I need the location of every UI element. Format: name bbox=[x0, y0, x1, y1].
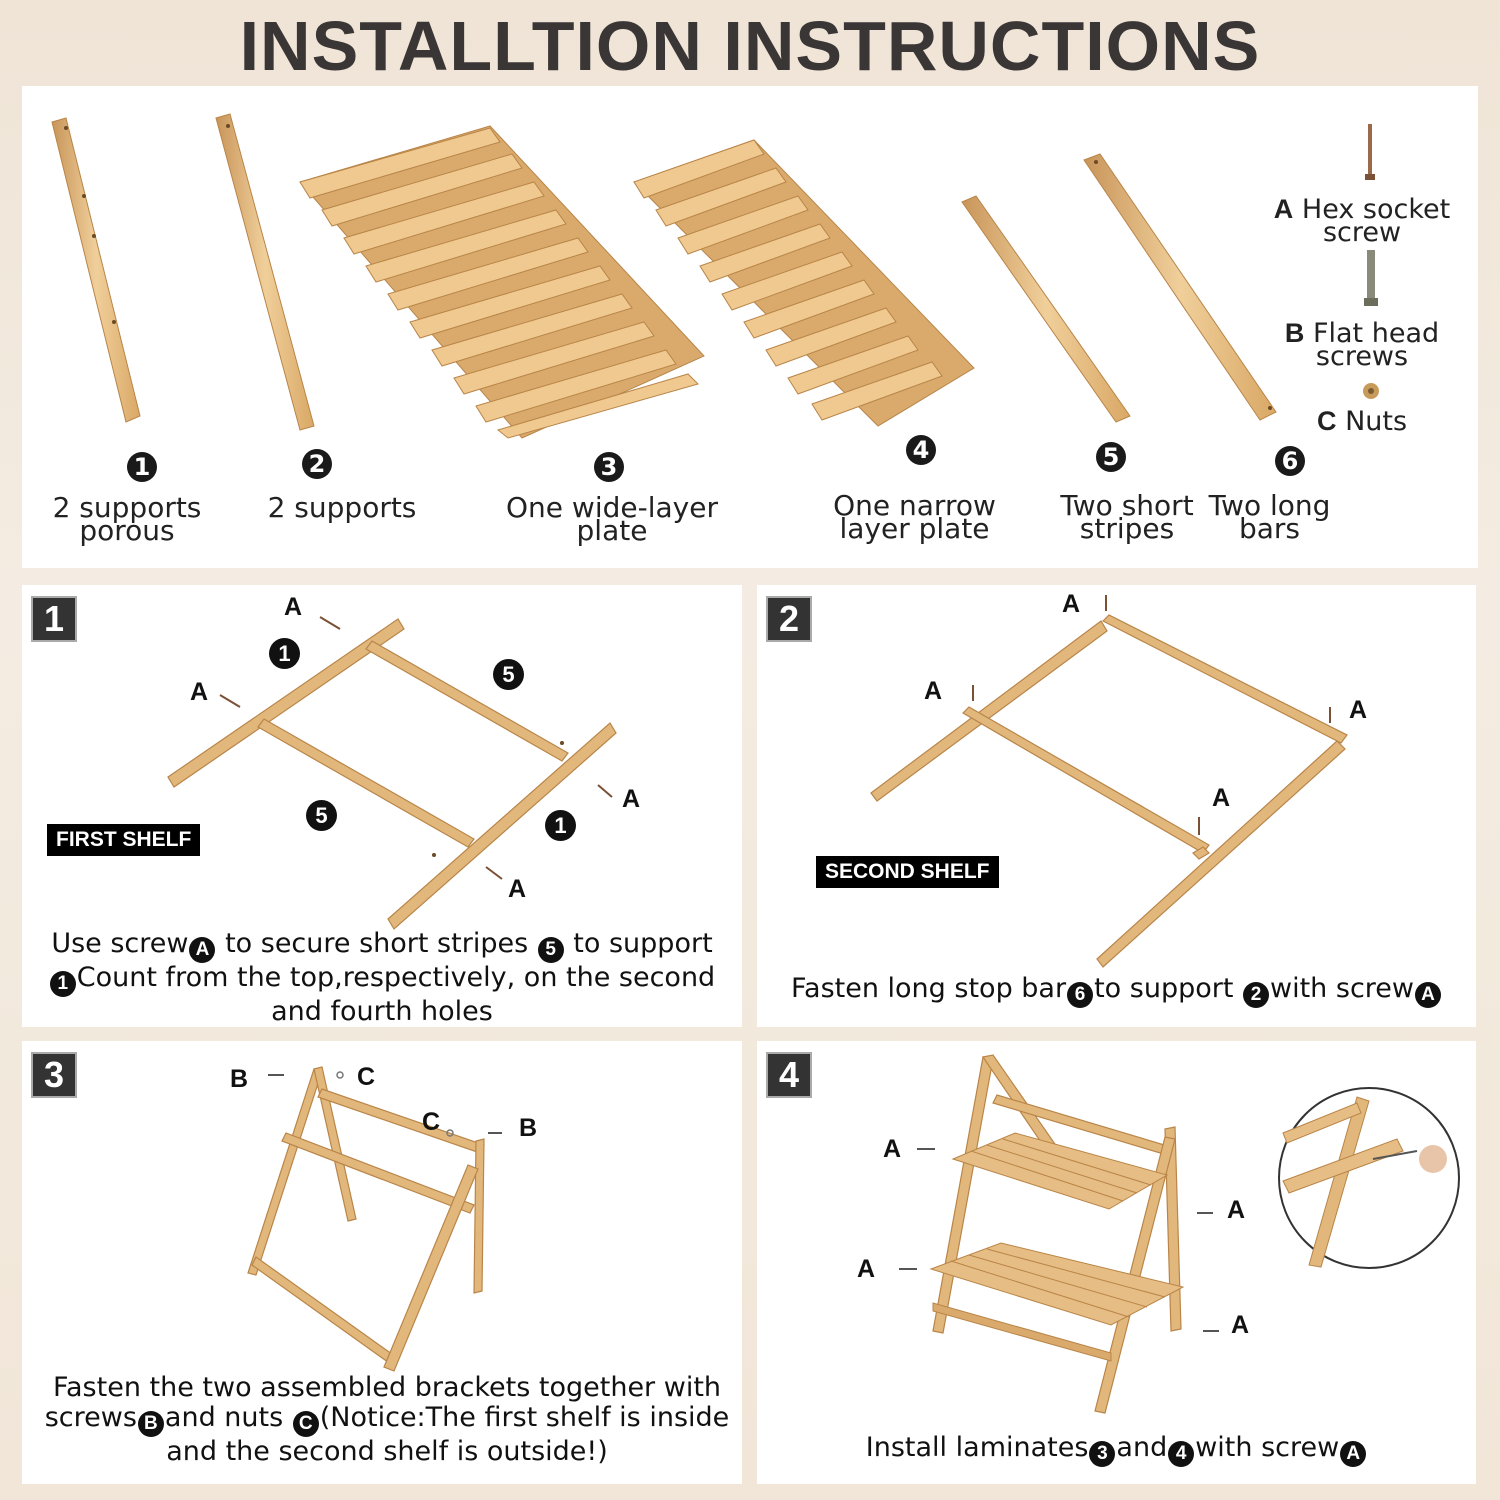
detail-magnifier bbox=[1278, 1087, 1460, 1269]
long-bar-illustration bbox=[1083, 153, 1277, 421]
step-number: 1 bbox=[31, 596, 77, 642]
support-illustration bbox=[215, 113, 315, 431]
hardware-label-c: C Nuts bbox=[1316, 406, 1408, 437]
callout-part-5: 5 bbox=[493, 659, 524, 690]
step-2-panel: 2 A A A A SECOND SHELF Fasten long stop … bbox=[757, 585, 1476, 1027]
wide-plate-illustration bbox=[299, 125, 705, 439]
part-number-badge-1: 1 bbox=[127, 452, 157, 482]
upper-shelf bbox=[951, 1132, 1169, 1210]
page-title: INSTALLTION INSTRUCTIONS bbox=[239, 7, 1261, 85]
part-number-badge-3: 3 bbox=[594, 452, 624, 482]
first-shelf-tag: FIRST SHELF bbox=[47, 824, 201, 856]
callout-screw-b: B bbox=[230, 1065, 249, 1093]
second-shelf-tag: SECOND SHELF bbox=[816, 856, 999, 888]
callout-nut-c: C bbox=[357, 1063, 376, 1091]
callout-part-1: 1 bbox=[269, 638, 300, 669]
nut-icon bbox=[1363, 383, 1379, 399]
callout-part-1: 1 bbox=[545, 810, 576, 841]
part-number-badge-2: 2 bbox=[302, 449, 332, 479]
step-number: 3 bbox=[31, 1052, 77, 1098]
step-4-panel: 4 bbox=[757, 1041, 1476, 1484]
part-label-2: 2 supports bbox=[267, 491, 417, 524]
callout-screw-b: B bbox=[519, 1114, 538, 1142]
step-4-illustration bbox=[899, 1054, 1460, 1414]
part-number-badge-6: 6 bbox=[1275, 446, 1305, 476]
callout-screw-a: A bbox=[284, 593, 303, 621]
step-3-illustration bbox=[247, 1066, 502, 1372]
hardware-label-b: B Flat head screws bbox=[1284, 318, 1440, 372]
hardware-label-a: A Hex socket screw bbox=[1273, 194, 1451, 248]
step-number: 4 bbox=[766, 1052, 812, 1098]
step-2-illustration bbox=[870, 595, 1348, 968]
hex-screw-icon bbox=[1365, 124, 1375, 180]
callout-screw-a: A bbox=[190, 678, 209, 706]
callout-part-5: 5 bbox=[306, 800, 337, 831]
step-3-instruction: Fasten the two assembled brackets togeth… bbox=[44, 1372, 730, 1467]
short-stripe-illustration bbox=[961, 195, 1131, 423]
callout-screw-a: A bbox=[883, 1135, 902, 1163]
callout-screw-a: A bbox=[622, 785, 641, 813]
step-1-illustration bbox=[167, 616, 617, 930]
callout-screw-a: A bbox=[924, 677, 943, 705]
support-porous-illustration bbox=[51, 117, 141, 423]
step-number: 2 bbox=[766, 596, 812, 642]
part-number-badge-4: 4 bbox=[906, 435, 936, 465]
callout-screw-a: A bbox=[1227, 1196, 1246, 1224]
callout-nut-c: C bbox=[422, 1108, 441, 1136]
narrow-plate-illustration bbox=[633, 139, 975, 427]
callout-screw-a: A bbox=[1212, 784, 1231, 812]
callout-screw-a: A bbox=[508, 875, 527, 903]
parts-illustration bbox=[51, 113, 1379, 439]
flat-head-screw-icon bbox=[1364, 250, 1378, 306]
callout-screw-a: A bbox=[1231, 1311, 1250, 1339]
part-number-badge-5: 5 bbox=[1096, 442, 1126, 472]
callout-screw-a: A bbox=[1062, 590, 1081, 618]
lower-shelf bbox=[929, 1242, 1185, 1362]
callout-screw-a: A bbox=[1349, 696, 1368, 724]
step-3-panel: 3 B C C B Fasten the two assembled brack… bbox=[22, 1041, 742, 1484]
callout-screw-a: A bbox=[857, 1255, 876, 1283]
